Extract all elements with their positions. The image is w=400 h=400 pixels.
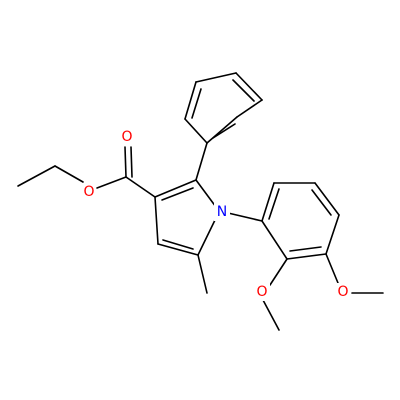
bond-phenyl-3: [235, 72, 263, 101]
bond-aryl-5-inner: [289, 246, 322, 252]
oxygen-carbonyl-label: O: [121, 129, 132, 145]
nitrogen-label: N: [217, 204, 227, 220]
label-bg-o-ester: [80, 183, 96, 201]
bond-ethyl-ch3: [17, 165, 56, 187]
bond-c-o-double-b: [130, 146, 133, 178]
bond-o2-methyl: [262, 299, 280, 331]
bond-phenyl-4: [195, 72, 237, 83]
bond-phenyl-6: [184, 118, 208, 144]
bond-pyrrole-c3-c2: [154, 179, 197, 198]
atom-labels: O O N O O: [80, 128, 351, 301]
bond-pyrrole-c2-n: [195, 179, 217, 208]
bond-phenyl-3-inner: [232, 79, 255, 102]
bond-aryl-5: [286, 253, 327, 260]
bond-pyrrole-c4-c3: [154, 196, 159, 245]
oxygen-methoxy-2-label: O: [256, 284, 267, 300]
oxygen-methoxy-3-label: O: [337, 284, 348, 300]
bond-aryl-o3: [325, 253, 339, 284]
bond-phenyl-1: [206, 116, 238, 144]
bond-aryl-o2: [269, 258, 288, 286]
bond-n-aryl: [227, 212, 263, 222]
label-bg-o-carbonyl: [118, 128, 134, 146]
bond-aryl-4: [325, 214, 340, 255]
oxygen-ester-label: O: [83, 184, 94, 200]
bond-aryl-1: [261, 182, 275, 222]
bond-c2-phenyl: [195, 142, 208, 181]
bond-c5-methyl: [197, 254, 208, 294]
bond-pyrrole-c5-c4: [157, 243, 199, 256]
bond-pyrrole-c3-c2-inner: [161, 187, 194, 201]
bond-aryl-1-inner: [268, 188, 280, 220]
bond-pyrrole-c5-c4-inner: [162, 239, 194, 250]
label-bg-o-methoxy-2: [254, 283, 270, 301]
bond-phenyl-1-inner: [212, 123, 236, 139]
bond-aryl-3-inner: [311, 189, 332, 216]
label-bg-n: [214, 203, 230, 221]
label-bg-o-methoxy-3: [335, 283, 351, 301]
bond-c-o-double-a: [124, 146, 127, 178]
bond-pyrrole-n-c5: [197, 217, 217, 256]
bond-phenyl-2: [236, 99, 263, 118]
bond-phenyl-5-inner: [191, 88, 202, 119]
bond-carboxyl-pyrrole: [125, 176, 156, 198]
bonds: [17, 72, 384, 331]
bond-o-carbonyl-carbon: [96, 176, 127, 189]
bond-aryl-6: [261, 220, 288, 260]
bond-phenyl-5: [184, 81, 197, 120]
bond-ethyl-ch2-o: [54, 165, 84, 183]
bond-aryl-3: [314, 182, 340, 216]
